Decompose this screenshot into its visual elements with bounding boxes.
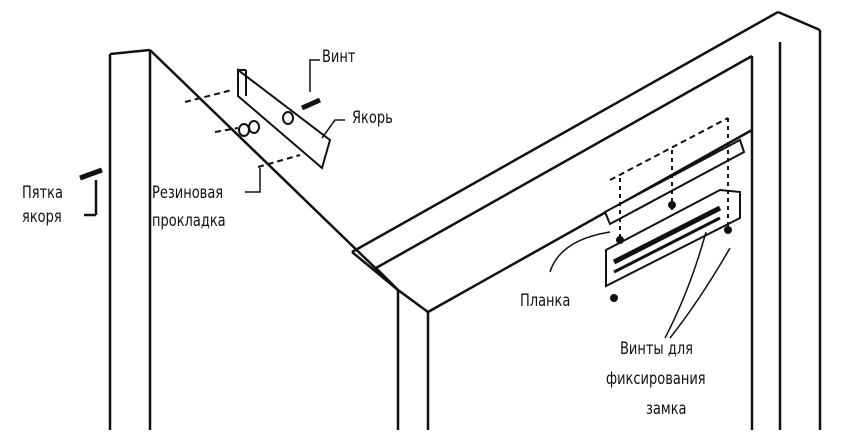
top-frame — [351, 10, 822, 430]
label-rubber-pad-1: Резиновая — [152, 183, 224, 203]
label-lock-screws-2: фиксирования — [606, 369, 706, 389]
label-anchor: Якорь — [352, 108, 393, 128]
lock-assembly — [603, 117, 746, 302]
label-screw: Винт — [322, 47, 356, 67]
anchor-part — [184, 67, 332, 170]
label-lock-screws-1: Винты для — [620, 339, 693, 359]
label-plate: Планка — [520, 291, 571, 311]
label-lock-screws-3: замка — [646, 399, 687, 419]
anchor-heel-icon — [79, 167, 103, 217]
label-anchor-heel-1: Пятка — [22, 183, 63, 203]
label-anchor-heel-2: якоря — [22, 207, 62, 227]
label-rubber-pad-2: прокладка — [152, 211, 226, 231]
leader-lines — [245, 59, 731, 339]
